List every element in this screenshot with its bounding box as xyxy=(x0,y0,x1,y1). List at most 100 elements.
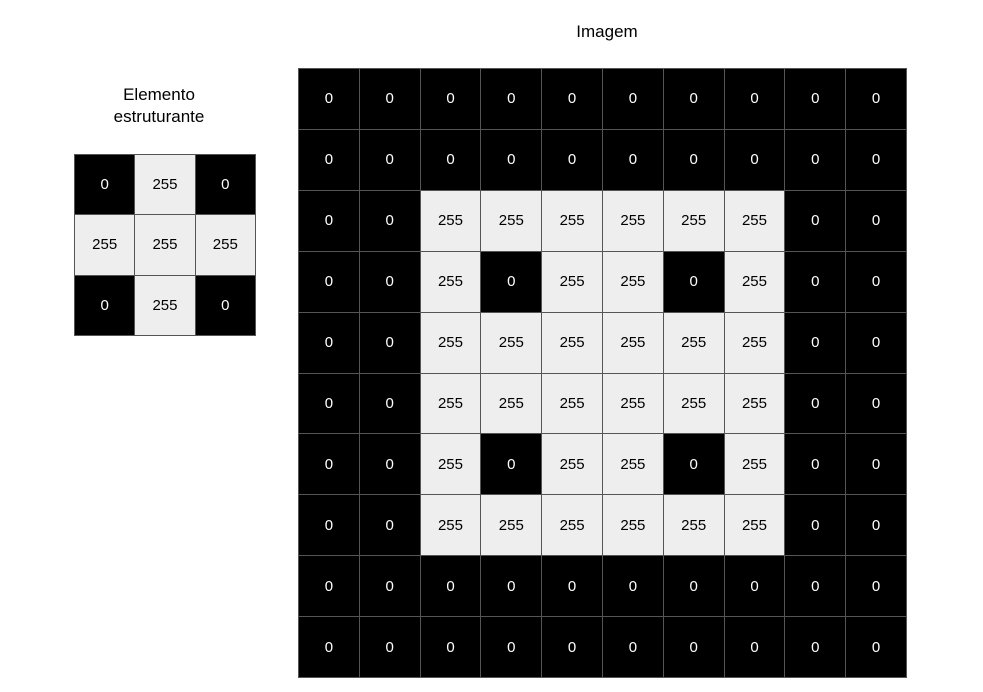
image-cell-r1-c7: 0 xyxy=(724,129,785,190)
image-cell-r7-c5: 255 xyxy=(602,495,663,556)
image-cell-r0-c8: 0 xyxy=(785,69,846,129)
image-cell-r2-c2: 255 xyxy=(420,190,481,251)
image-cell-r2-c8: 0 xyxy=(785,190,846,251)
image-cell-r8-c3: 0 xyxy=(481,556,542,617)
image-cell-r0-c0: 0 xyxy=(299,69,359,129)
image-cell-r4-c4: 255 xyxy=(542,312,602,373)
image-cell-r9-c6: 0 xyxy=(663,617,724,677)
image-cell-r1-c5: 0 xyxy=(602,129,663,190)
image-cell-r8-c0: 0 xyxy=(299,556,359,617)
image-cell-r4-c1: 0 xyxy=(359,312,420,373)
image-cell-r4-c6: 255 xyxy=(663,312,724,373)
image-cell-r8-c5: 0 xyxy=(602,556,663,617)
image-cell-r3-c7: 255 xyxy=(724,251,785,312)
image-cell-r8-c1: 0 xyxy=(359,556,420,617)
image-cell-r9-c4: 0 xyxy=(542,617,602,677)
image-cell-r6-c4: 255 xyxy=(542,434,602,495)
image-cell-r7-c1: 0 xyxy=(359,495,420,556)
image-cell-r9-c3: 0 xyxy=(481,617,542,677)
image-cell-r2-c9: 0 xyxy=(846,190,906,251)
image-cell-r8-c9: 0 xyxy=(846,556,906,617)
image-cell-r6-c2: 255 xyxy=(420,434,481,495)
image-cell-r9-c5: 0 xyxy=(602,617,663,677)
image-cell-r4-c3: 255 xyxy=(481,312,542,373)
image-cell-r3-c2: 255 xyxy=(420,251,481,312)
image-cell-r9-c9: 0 xyxy=(846,617,906,677)
image-cell-r9-c7: 0 xyxy=(724,617,785,677)
image-cell-r9-c1: 0 xyxy=(359,617,420,677)
image-cell-r6-c8: 0 xyxy=(785,434,846,495)
image-cell-r9-c2: 0 xyxy=(420,617,481,677)
image-cell-r8-c6: 0 xyxy=(663,556,724,617)
image-cell-r5-c9: 0 xyxy=(846,373,906,434)
image-cell-r4-c0: 0 xyxy=(299,312,359,373)
image-cell-r3-c3: 0 xyxy=(481,251,542,312)
image-cell-r7-c0: 0 xyxy=(299,495,359,556)
image-cell-r7-c4: 255 xyxy=(542,495,602,556)
structuring-element-cell-r1-c2: 255 xyxy=(195,215,255,275)
image-cell-r0-c7: 0 xyxy=(724,69,785,129)
image-cell-r1-c3: 0 xyxy=(481,129,542,190)
image-cell-r8-c7: 0 xyxy=(724,556,785,617)
image-cell-r5-c1: 0 xyxy=(359,373,420,434)
image-cell-r0-c5: 0 xyxy=(602,69,663,129)
image-cell-r3-c4: 255 xyxy=(542,251,602,312)
image-cell-r5-c8: 0 xyxy=(785,373,846,434)
structuring-element-cell-r2-c1: 255 xyxy=(135,275,195,335)
image-cell-r5-c0: 0 xyxy=(299,373,359,434)
image-cell-r0-c9: 0 xyxy=(846,69,906,129)
image-cell-r5-c5: 255 xyxy=(602,373,663,434)
image-cell-r6-c7: 255 xyxy=(724,434,785,495)
image-cell-r7-c8: 0 xyxy=(785,495,846,556)
image-cell-r1-c9: 0 xyxy=(846,129,906,190)
structuring-element-cell-r0-c0: 0 xyxy=(75,155,135,215)
image-cell-r9-c8: 0 xyxy=(785,617,846,677)
image-cell-r7-c3: 255 xyxy=(481,495,542,556)
image-cell-r3-c0: 0 xyxy=(299,251,359,312)
structuring-element-cell-r1-c0: 255 xyxy=(75,215,135,275)
image-cell-r0-c3: 0 xyxy=(481,69,542,129)
image-cell-r7-c6: 255 xyxy=(663,495,724,556)
image-cell-r0-c1: 0 xyxy=(359,69,420,129)
image-cell-r8-c4: 0 xyxy=(542,556,602,617)
image-cell-r4-c8: 0 xyxy=(785,312,846,373)
image-cell-r9-c0: 0 xyxy=(299,617,359,677)
image-cell-r5-c4: 255 xyxy=(542,373,602,434)
image-cell-r2-c6: 255 xyxy=(663,190,724,251)
image-cell-r4-c2: 255 xyxy=(420,312,481,373)
image-cell-r0-c4: 0 xyxy=(542,69,602,129)
image-cell-r3-c6: 0 xyxy=(663,251,724,312)
image-cell-r5-c6: 255 xyxy=(663,373,724,434)
image-cell-r3-c9: 0 xyxy=(846,251,906,312)
image-title: Imagem xyxy=(576,22,638,41)
image-cell-r8-c2: 0 xyxy=(420,556,481,617)
structuring-element-title: Elemento estruturante xyxy=(113,85,205,126)
image-cell-r2-c3: 255 xyxy=(481,190,542,251)
structuring-element-cell-r2-c0: 0 xyxy=(75,275,135,335)
image-cell-r6-c3: 0 xyxy=(481,434,542,495)
image-cell-r1-c1: 0 xyxy=(359,129,420,190)
image-cell-r5-c3: 255 xyxy=(481,373,542,434)
image-cell-r1-c2: 0 xyxy=(420,129,481,190)
image-cell-r6-c6: 0 xyxy=(663,434,724,495)
image-cell-r1-c0: 0 xyxy=(299,129,359,190)
structuring-element-cell-r1-c1: 255 xyxy=(135,215,195,275)
structuring-element-cell-r0-c1: 255 xyxy=(135,155,195,215)
image-cell-r3-c5: 255 xyxy=(602,251,663,312)
structuring-element-cell-r0-c2: 0 xyxy=(195,155,255,215)
image-cell-r1-c8: 0 xyxy=(785,129,846,190)
image-cell-r0-c6: 0 xyxy=(663,69,724,129)
image-cell-r3-c8: 0 xyxy=(785,251,846,312)
image-cell-r4-c9: 0 xyxy=(846,312,906,373)
image-cell-r3-c1: 0 xyxy=(359,251,420,312)
image-cell-r2-c0: 0 xyxy=(299,190,359,251)
image-cell-r6-c0: 0 xyxy=(299,434,359,495)
image-cell-r2-c4: 255 xyxy=(542,190,602,251)
image-cell-r1-c6: 0 xyxy=(663,129,724,190)
image-cell-r0-c2: 0 xyxy=(420,69,481,129)
image-cell-r6-c1: 0 xyxy=(359,434,420,495)
image-cell-r5-c7: 255 xyxy=(724,373,785,434)
image-cell-r5-c2: 255 xyxy=(420,373,481,434)
